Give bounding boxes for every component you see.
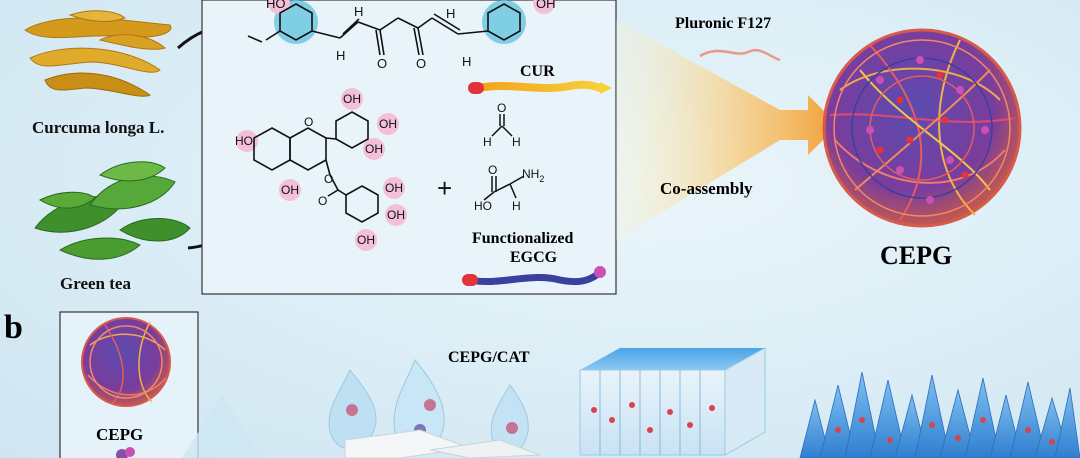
glycine-o: O (488, 163, 497, 177)
egcg-oh-r: OH (365, 142, 383, 156)
formaldehyde-h2: H (512, 135, 521, 149)
curcumin-structure (247, 0, 555, 56)
formaldehyde-h1: H (483, 135, 492, 149)
cepg-cat-label: CEPG/CAT (448, 349, 530, 366)
egcg-o-ring: O (304, 115, 313, 129)
curcumin-o2: O (416, 56, 426, 71)
cur-rod (468, 80, 612, 94)
curcumin-h4: H (462, 54, 471, 69)
curcumin-h3: H (446, 6, 455, 21)
microneedle-array (799, 371, 1080, 458)
glycine-structure (483, 175, 525, 201)
cepg-label: CEPG (880, 241, 952, 270)
gallate-oh2: OH (387, 208, 405, 222)
small-cluster-icon (116, 447, 135, 458)
molecule-box (201, 0, 617, 295)
egcg-oh-tr: OH (379, 117, 397, 131)
egcg-o-ester: O (324, 172, 333, 186)
egcg-oh-l: HO (235, 134, 253, 148)
coassembly-label: Co-assembly (660, 179, 753, 198)
curcumin-h2: H (336, 48, 345, 63)
plus-sign: + (437, 173, 452, 203)
curcumin-o1: O (377, 56, 387, 71)
gallate-oh3: OH (357, 233, 375, 247)
egcg-structure (236, 88, 407, 251)
cepg-nanoparticle (822, 28, 1022, 228)
coassembly-arrow (616, 20, 838, 240)
cepg-inset-label: CEPG (96, 425, 143, 444)
glycine-ho: HO (474, 199, 492, 213)
cur-label: CUR (520, 63, 555, 80)
curcumin-h1: H (354, 4, 363, 19)
gallate-oh1: OH (385, 181, 403, 195)
curcumin-oh-left: HO (266, 0, 286, 11)
green-tea-label: Green tea (60, 274, 131, 293)
green-tea-illustration (34, 161, 191, 260)
curcumin-oh-right: OH (536, 0, 556, 11)
panel-b-label: b (4, 309, 23, 346)
pluronic-chain (699, 48, 781, 62)
egcg-o-carbonyl: O (318, 194, 327, 208)
glycine-h: H (512, 199, 521, 213)
egcg-oh-b: OH (281, 183, 299, 197)
egcg-rod (462, 266, 606, 286)
cepg-inset-particle (81, 317, 171, 407)
formaldehyde-o: O (497, 101, 506, 115)
formaldehyde-structure (491, 114, 513, 137)
egcg-oh-tl: OH (343, 92, 361, 106)
porous-block (579, 347, 766, 456)
curcuma-label: Curcuma longa L. (32, 118, 165, 137)
droplets-illustration (182, 359, 541, 458)
glycine-nh2: NH2 (522, 167, 544, 184)
pluronic-label: Pluronic F127 (675, 15, 771, 32)
curcuma-root-illustration (24, 10, 172, 97)
functionalized-egcg-line1: Functionalized (472, 230, 573, 247)
needle-particles (835, 417, 1055, 445)
functionalized-egcg-line2: EGCG (510, 249, 558, 266)
